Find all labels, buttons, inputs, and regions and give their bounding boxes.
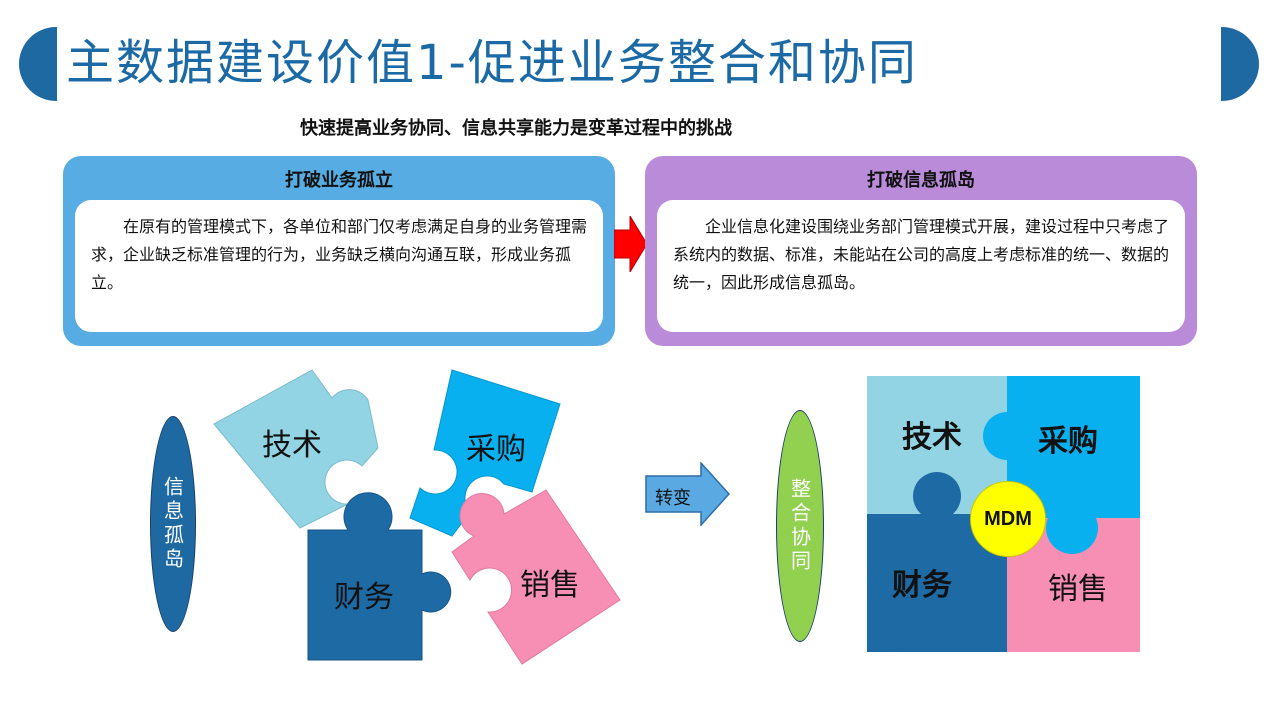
panel-body-information-island: 企业信息化建设围绕业务部门管理模式开展，建设过程中只考虑了系统内的数据、标准，未… [657,200,1185,332]
puzzle-piece-sales [451,489,621,665]
transition-arrow-icon [645,462,731,526]
puzzle-label-purchase: 采购 [466,432,526,467]
puzzle-piece-tech [213,369,379,529]
panel-information-island: 打破信息孤岛 企业信息化建设围绕业务部门管理模式开展，建设过程中只考虑了系统内的… [645,156,1197,346]
information-island-ellipse: 信息孤岛 [150,416,196,632]
subtitle: 快速提高业务协同、信息共享能力是变革过程中的挑战 [300,118,732,139]
assembled-piece-purchase [983,376,1140,518]
panel-body-business-isolation: 在原有的管理模式下，各单位和部门仅考虑满足自身的业务管理需求，企业缺乏标准管理的… [75,200,603,332]
puzzle-piece-finance [307,492,452,661]
integration-collaboration-label: 整合协同 [787,478,812,574]
panel-title-information-island: 打破信息孤岛 [867,170,975,191]
transition-label: 转变 [655,488,691,509]
assembled-label-purchase: 采购 [1038,424,1098,459]
puzzle-piece-purchase [409,369,561,537]
information-island-label: 信息孤岛 [160,476,185,572]
puzzle-label-finance: 财务 [334,580,394,615]
assembled-label-sales: 销售 [1048,572,1108,607]
puzzle-label-sales: 销售 [520,568,580,603]
title-bar [57,27,1221,101]
page-title: 主数据建设价值1-促进业务整合和协同 [66,35,918,91]
assembled-label-tech: 技术 [902,420,962,455]
panel-business-isolation: 打破业务孤立 在原有的管理模式下，各单位和部门仅考虑满足自身的业务管理需求，企业… [63,156,615,346]
integration-collaboration-ellipse: 整合协同 [776,410,824,642]
puzzle-label-tech: 技术 [262,428,322,463]
assembled-label-finance: 财务 [892,568,952,603]
mdm-center-circle: MDM [970,481,1046,557]
panel-title-business-isolation: 打破业务孤立 [285,170,393,191]
red-arrow-icon [614,216,648,272]
